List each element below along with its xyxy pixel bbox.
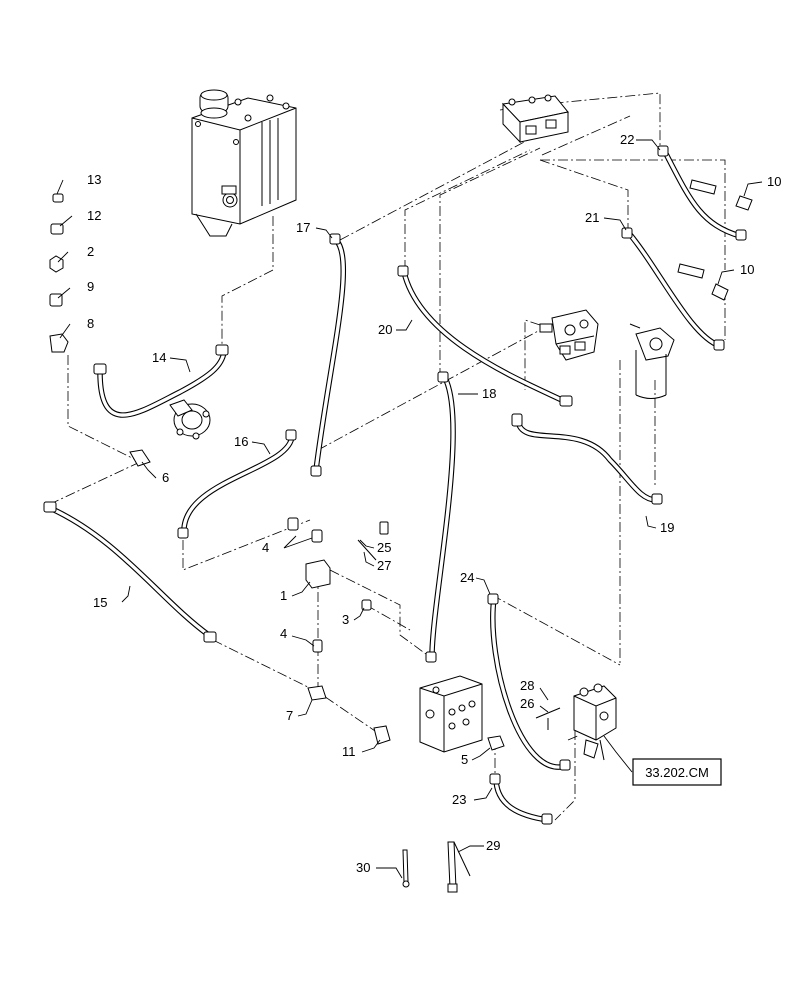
callout-8: 8 [87, 316, 94, 331]
callout-13: 13 [87, 172, 101, 187]
callout-27: 27 [377, 558, 391, 573]
callout-3: 3 [342, 612, 349, 627]
connection-lines [47, 92, 726, 821]
callout-17: 17 [296, 220, 310, 235]
leader-lines [56, 139, 763, 879]
callout-22: 22 [620, 132, 634, 147]
callout-16: 16 [234, 434, 248, 449]
callout-24: 24 [460, 570, 474, 585]
callout-18: 18 [482, 386, 496, 401]
callout-4-upper: 4 [262, 540, 269, 555]
callout-21: 21 [585, 210, 599, 225]
callout-29: 29 [486, 838, 500, 853]
callout-9: 9 [87, 279, 94, 294]
callout-5: 5 [461, 752, 468, 767]
callout-30: 30 [356, 860, 370, 875]
callout-1: 1 [280, 588, 287, 603]
hydraulic-tank [191, 89, 297, 237]
filter-assembly [629, 323, 675, 399]
callout-7: 7 [286, 708, 293, 723]
callout-28: 28 [520, 678, 534, 693]
callout-19: 19 [660, 520, 674, 535]
callout-14: 14 [152, 350, 166, 365]
reference-box: 33.202.CM [632, 758, 722, 786]
cable-ties [402, 841, 471, 893]
callout-20: 20 [378, 322, 392, 337]
callout-10-upper: 10 [767, 174, 781, 189]
manifold-block-top [501, 94, 569, 144]
control-valve [573, 683, 617, 761]
callout-6: 6 [162, 470, 169, 485]
center-fittings [129, 449, 561, 751]
callout-15: 15 [93, 595, 107, 610]
hydraulic-pump [169, 399, 211, 440]
callout-23: 23 [452, 792, 466, 807]
hose-end-fittings [43, 145, 747, 825]
reference-label: 33.202.CM [645, 765, 709, 780]
callout-10-lower: 10 [740, 262, 754, 277]
fittings-column [49, 193, 69, 353]
callout-12: 12 [87, 208, 101, 223]
valve-block-right [539, 309, 599, 361]
callout-11: 11 [342, 744, 356, 759]
callout-26: 26 [520, 696, 534, 711]
hoses [47, 147, 743, 823]
fittings-right [677, 179, 753, 301]
callout-25: 25 [377, 540, 391, 555]
callout-4-lower: 4 [280, 626, 287, 641]
callout-labels: 13 12 2 9 8 14 6 15 16 17 18 20 22 21 10… [87, 132, 781, 875]
valve-block-bottom [419, 675, 483, 753]
callout-2: 2 [87, 244, 94, 259]
